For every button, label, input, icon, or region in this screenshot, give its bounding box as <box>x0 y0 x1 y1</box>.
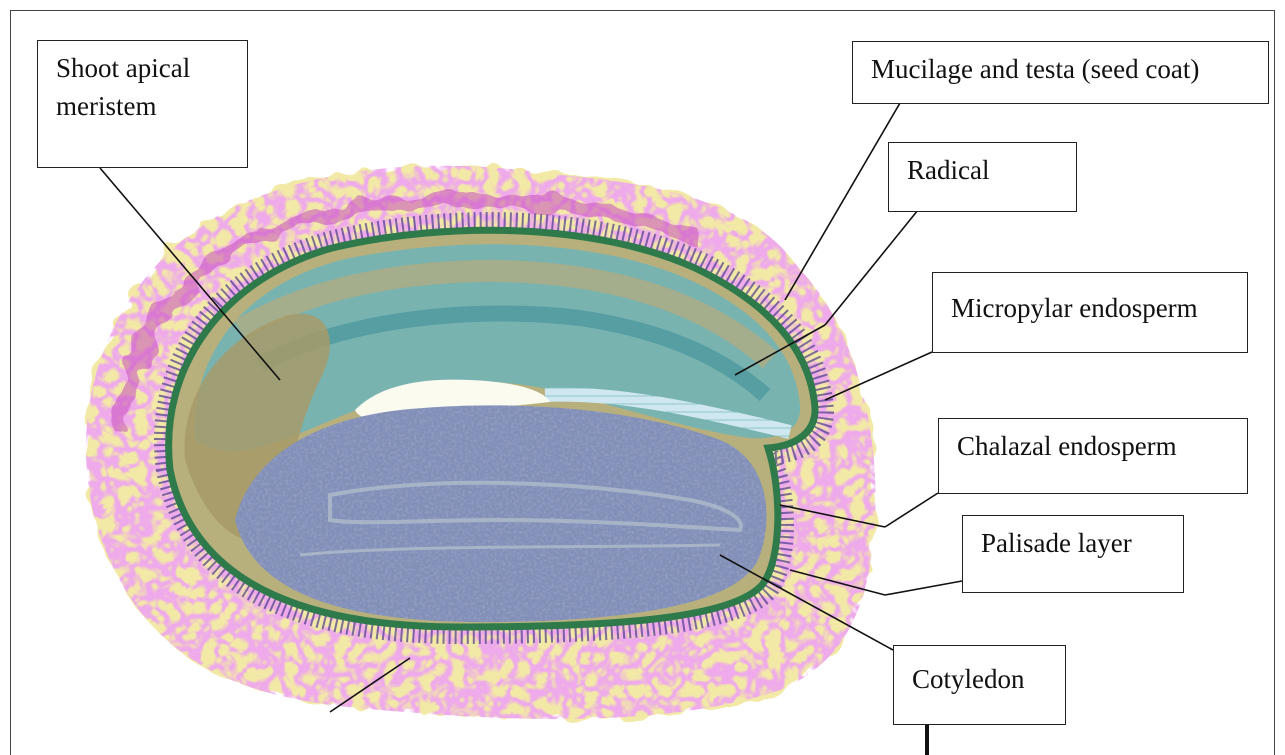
label-palisade-layer: Palisade layer <box>962 515 1184 593</box>
leader-mucilage-testa <box>785 103 900 300</box>
label-cotyledon: Cotyledon <box>893 645 1066 725</box>
label-radical: Radical <box>888 142 1077 212</box>
leader-radical <box>825 210 918 325</box>
leader-chalazal-endosperm <box>885 493 938 527</box>
label-micropylar-endosperm: Micropylar endosperm <box>932 272 1248 353</box>
label-chalazal-endosperm: Chalazal endosperm <box>938 418 1248 494</box>
label-shoot-apical-meristem: Shoot apical meristem <box>37 40 248 168</box>
label-mucilage-testa: Mucilage and testa (seed coat) <box>852 41 1269 104</box>
leader-palisade-layer <box>885 581 962 595</box>
